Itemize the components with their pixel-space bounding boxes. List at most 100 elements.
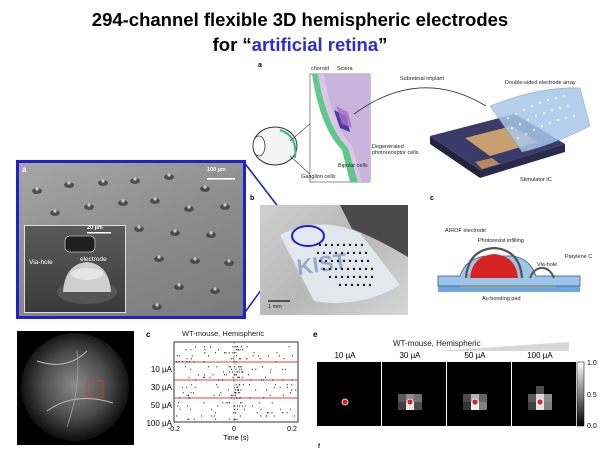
raster-spike [235, 361, 237, 363]
eye-icon [252, 121, 313, 177]
raster-spike [239, 358, 240, 360]
raster-spike [203, 402, 205, 404]
raster-spike [240, 358, 242, 360]
stimulation-site-marker [341, 398, 349, 406]
raster-spike [246, 346, 248, 348]
raster-spike [176, 361, 177, 363]
raster-spike [227, 402, 229, 404]
colorbar-tick-max: 1.0 [587, 360, 597, 367]
raster-spike [237, 371, 239, 373]
raster-spike [282, 379, 284, 381]
raster-spike [241, 402, 243, 404]
raster-spike [186, 361, 188, 363]
raster-spike [213, 415, 215, 417]
raster-spike [198, 374, 199, 376]
raster-spike [295, 389, 297, 391]
raster-spike [273, 386, 275, 389]
raster-spike [235, 371, 237, 373]
heatmap-cell [471, 402, 479, 410]
stimulation-site-marker [471, 398, 479, 406]
heatmaps-title: WT-mouse, Hemispheric [393, 339, 481, 348]
raster-spike [250, 379, 252, 381]
raster-spike [215, 352, 216, 354]
raster-spike [189, 361, 190, 363]
raster-spike [280, 408, 282, 411]
raster-xlabel: Time (s) [223, 435, 248, 442]
raster-spike [194, 386, 196, 389]
raster-spike [269, 371, 271, 373]
raster-axes [173, 341, 299, 423]
raster-spike [215, 418, 217, 421]
raster-spike [216, 384, 217, 386]
raster-spike [289, 408, 291, 411]
raster-spike [236, 408, 238, 411]
raster-spike [240, 346, 242, 348]
raster-spike [235, 394, 237, 397]
raster-spike [291, 389, 293, 391]
raster-spike [188, 394, 189, 397]
raster-spike [217, 405, 219, 407]
label-parylene: Parylene C [565, 254, 593, 260]
raster-spike [235, 355, 237, 357]
label-stimulator: Stimulator IC [520, 177, 552, 183]
raster-spike [238, 376, 240, 379]
raster-spike [249, 384, 250, 386]
raster-spike [235, 352, 237, 354]
heatmaps-letter: e [313, 330, 318, 339]
raster-spike [239, 397, 241, 399]
raster-spike [190, 408, 192, 411]
heatmap-cell [536, 394, 544, 402]
slide-title-line2: for “artificial retina” [0, 33, 600, 56]
raster-spike [190, 368, 192, 371]
raster-spike [253, 352, 255, 354]
raster-spike [272, 379, 274, 381]
colorbar-tick-mid: 0.5 [587, 392, 597, 399]
label-choroid: choroid [311, 66, 330, 72]
raster-spike [267, 412, 268, 414]
raster-spike [286, 386, 288, 389]
raster-spike [225, 352, 227, 354]
heatmap-cell [406, 402, 414, 410]
raster-spike [239, 392, 241, 394]
raster-xtick-zero: 0 [232, 426, 236, 433]
raster-spike [191, 358, 192, 360]
raster-spike [268, 412, 270, 414]
fundus-image [17, 331, 134, 445]
raster-spike [234, 408, 236, 411]
raster-spike [191, 355, 193, 357]
stimulation-site-marker [536, 398, 544, 406]
electrode-photo: KIST 1 mm [260, 205, 408, 315]
raster-spike [288, 346, 290, 348]
raster-spike [255, 389, 257, 391]
raster-spike [193, 392, 194, 394]
raster-spike [188, 418, 190, 421]
inset-electrode-label: electrode [80, 256, 107, 263]
raster-spike [275, 361, 277, 363]
label-bipolar: Bipolar cells [338, 163, 368, 169]
raster-spike [286, 384, 288, 386]
raster-spike [238, 389, 239, 391]
raster-spike [188, 397, 190, 399]
raster-spike [237, 346, 238, 348]
raster-spike [241, 368, 243, 371]
raster-spike [204, 349, 206, 351]
raster-spike [234, 346, 236, 348]
heatmap-cell [398, 394, 406, 402]
label-subretinal: Subretinal implant [400, 76, 445, 82]
raster-spike [188, 376, 190, 379]
raster-spike [232, 376, 234, 379]
raster-spike [266, 389, 267, 391]
heatmap-cell [479, 402, 487, 410]
raster-spike [268, 355, 269, 357]
label-via-hole: Via-hole [537, 262, 558, 268]
raster-spike [215, 412, 216, 414]
raster-spike [201, 415, 202, 417]
raster-spike [202, 376, 204, 379]
raster-spike [237, 349, 239, 351]
slide-title-line1: 294-channel flexible 3D hemispheric elec… [91, 9, 509, 30]
raster-spike [212, 374, 214, 376]
raster-spike [195, 346, 196, 348]
raster-spike [185, 349, 187, 351]
raster-spike [182, 392, 184, 394]
electrode-cross-section-diagram [437, 246, 581, 292]
